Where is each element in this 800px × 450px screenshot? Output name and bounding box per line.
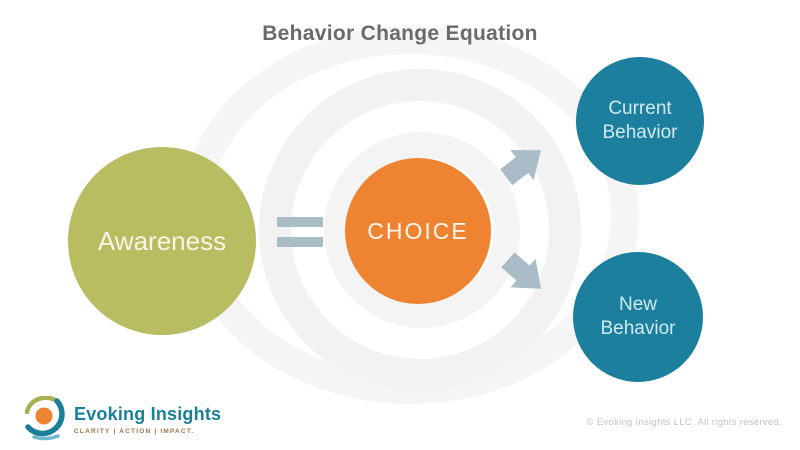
arrow-down-right-icon <box>501 252 542 289</box>
awareness-circle: Awareness <box>68 147 256 335</box>
branch-arrows <box>500 150 542 289</box>
choice-label: CHOICE <box>367 217 469 244</box>
equals-icon <box>277 217 323 247</box>
logo-name: Evoking Insights <box>74 404 222 424</box>
equals-bar-top <box>277 217 323 227</box>
current-behavior-circle: Current Behavior <box>576 57 704 185</box>
new-behavior-label: New Behavior <box>600 294 676 339</box>
evoking-insights-logo-icon <box>24 396 65 441</box>
logo-tagline: CLARITY | ACTION | IMPACT. <box>74 428 195 435</box>
awareness-label: Awareness <box>97 225 227 256</box>
page-title: Behavior Change Equation <box>262 22 538 45</box>
equals-bar-bottom <box>277 237 323 247</box>
new-behavior-circle: New Behavior <box>573 252 703 382</box>
logo-text-block: Evoking Insights CLARITY | ACTION | IMPA… <box>74 396 221 435</box>
current-behavior-label: Current Behavior <box>602 98 678 143</box>
logo: Evoking Insights CLARITY | ACTION | IMPA… <box>24 396 221 442</box>
copyright-text: © Evoking Insights LLC. All rights reser… <box>586 417 782 428</box>
choice-circle: CHOICE <box>345 158 491 304</box>
arrow-up-right-icon <box>500 150 541 186</box>
